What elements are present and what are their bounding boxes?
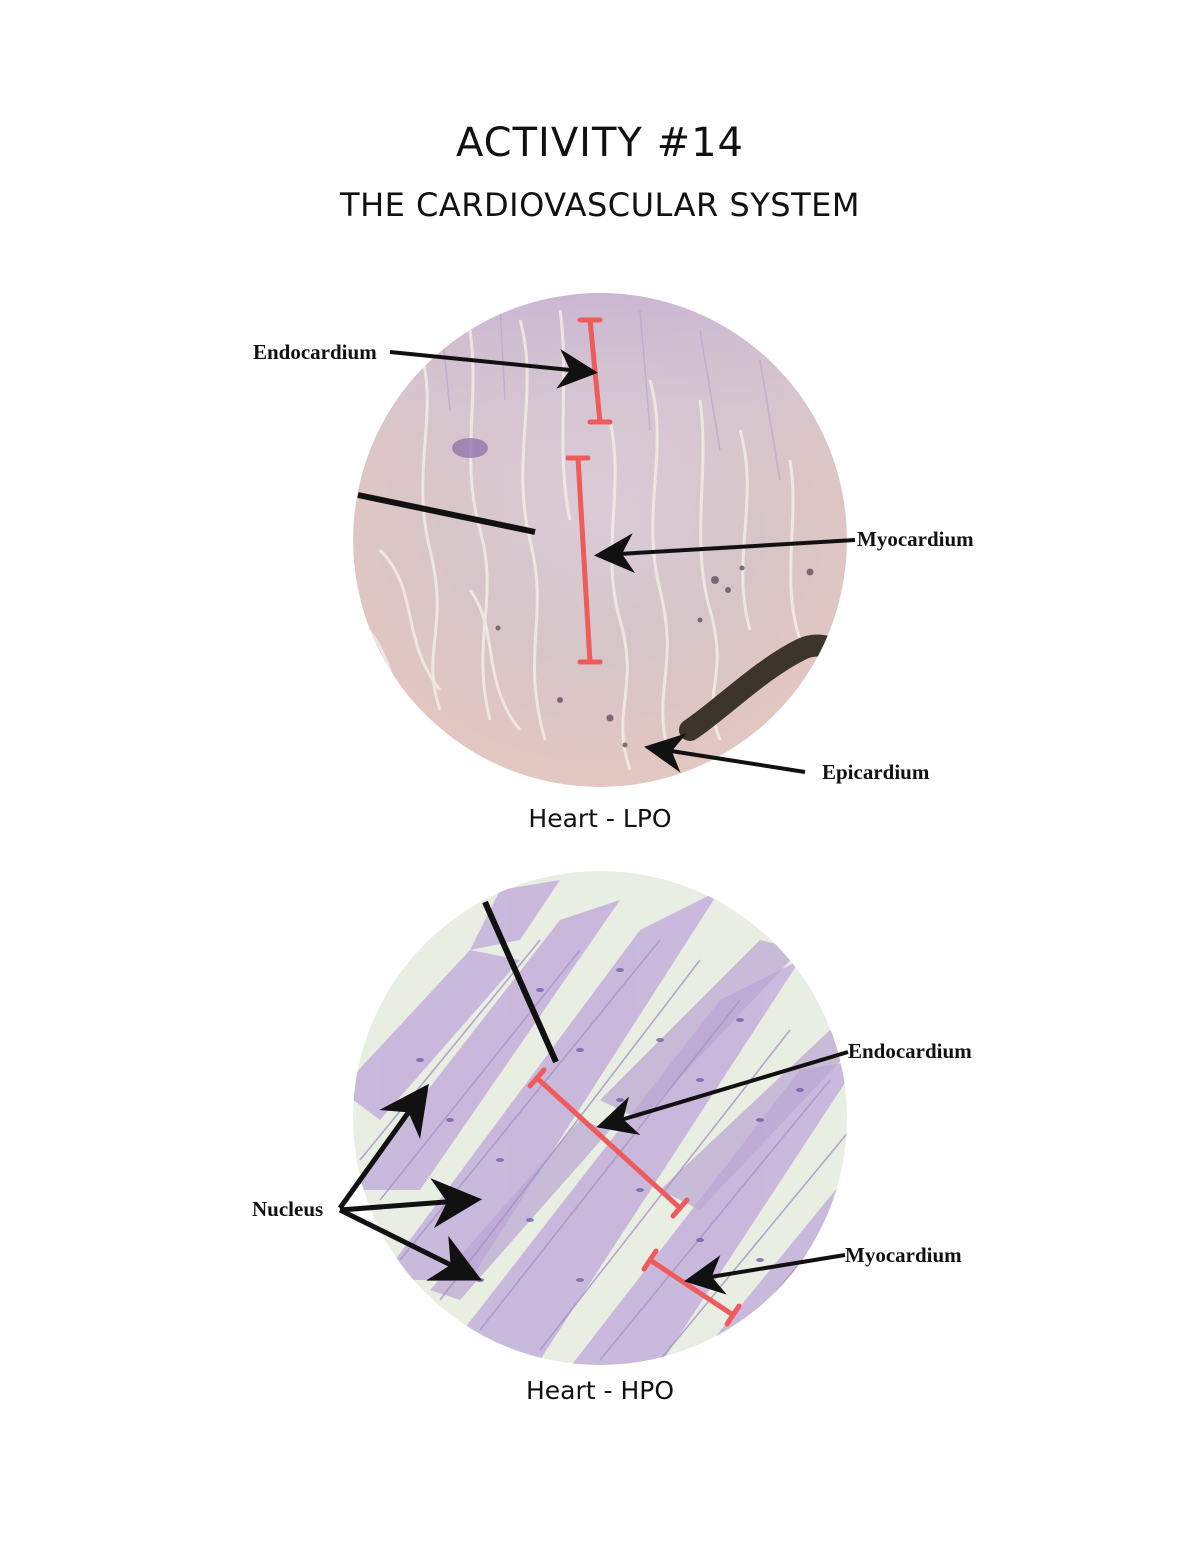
hpo-endocardium-bracket [527,1067,690,1219]
lpo-micrograph [353,293,847,787]
lpo-endocardium-arrow [389,348,598,389]
lpo-epicardium-arrow [644,733,806,774]
heart-lpo-figure: Endocardium Myocardium Epicardium [253,293,974,787]
hpo-caption: Heart - HPO [525,1376,675,1405]
lpo-epicardium-label: Epicardium [822,760,930,784]
lpo-myocardium-label: Myocardium [857,527,974,551]
hpo-myocardium-label: Myocardium [845,1243,962,1267]
hpo-pointer-line [482,900,559,1064]
hpo-nucleus-arrow-2 [339,1178,482,1228]
hpo-nucleus-label: Nucleus [252,1197,323,1221]
lpo-caption: Heart - LPO [528,804,672,833]
hpo-nucleus-arrow-1 [337,1083,429,1210]
lpo-myocardium-bracket [565,455,603,665]
lpo-myocardium-arrow [594,533,856,574]
hpo-myocardium-arrow [684,1253,846,1295]
hpo-endocardium-label: Endocardium [848,1039,972,1063]
page-title: ACTIVITY #14 [456,120,744,166]
hpo-nucleus-arrow-3 [338,1207,482,1281]
hpo-endocardium-arrow [596,1050,849,1135]
lpo-pointer-line [357,492,536,535]
lpo-endocardium-label: Endocardium [253,340,377,364]
heart-hpo-figure: Endocardium Myocardium Nucleus [252,871,972,1365]
page-subtitle: THE CARDIOVASCULAR SYSTEM [340,186,860,224]
hpo-micrograph [353,871,847,1365]
